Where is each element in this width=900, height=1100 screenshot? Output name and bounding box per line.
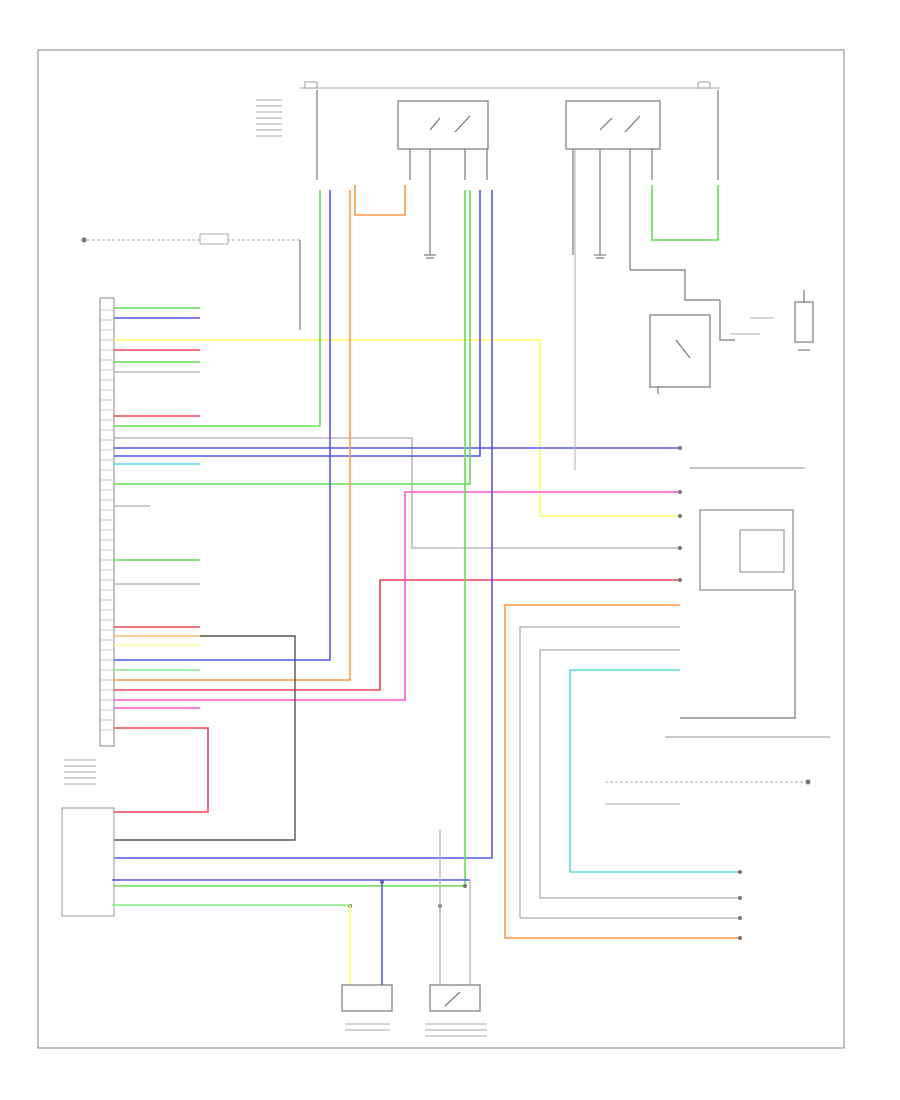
ecm-label — [64, 759, 96, 785]
wire-green-3 — [114, 190, 321, 427]
right-connector-pins — [678, 446, 805, 582]
diagram-frame — [37, 49, 845, 1049]
wire-blue-3 — [114, 190, 481, 457]
relay-icon — [397, 100, 661, 150]
wire-green-4 — [114, 190, 471, 485]
ecm-ground-connector — [81, 233, 301, 330]
wire-blue-4 — [114, 190, 331, 661]
bus-dots — [348, 880, 467, 908]
ground-icon — [424, 254, 606, 259]
wire-orange-top — [354, 185, 406, 216]
starter-label — [730, 317, 774, 335]
wire-cyan-right — [569, 669, 740, 873]
top-label-left — [256, 99, 282, 137]
wire-blue-long — [112, 190, 493, 859]
wire-orange-2 — [114, 190, 351, 681]
bottom-labels — [345, 1023, 487, 1037]
wire-yellow-1 — [114, 339, 680, 517]
wire-orange-right — [504, 604, 740, 939]
connector-icon — [341, 984, 481, 1012]
wire-gray-right-2 — [539, 649, 740, 899]
wire-green-top — [651, 185, 719, 241]
wire-red-5 — [112, 727, 209, 813]
lower-right-pins — [738, 779, 811, 940]
wire-gray-right-1 — [519, 626, 740, 919]
wire-gray-2 — [114, 437, 680, 549]
wire-pink-1 — [114, 491, 680, 701]
top-drops — [316, 90, 719, 270]
fuse-icon — [304, 81, 711, 89]
starter-icon — [630, 269, 735, 394]
ecm-pin-ticks — [100, 309, 114, 731]
wire-black-right — [680, 590, 796, 719]
transmission-ecu-block — [61, 807, 115, 917]
wire-red-4 — [114, 579, 680, 691]
switch-icon — [739, 529, 785, 573]
ecm-connector-block — [99, 297, 115, 747]
battery-icon — [794, 290, 814, 351]
harness-black-1 — [112, 635, 296, 841]
neutral-switch-block — [699, 509, 794, 591]
